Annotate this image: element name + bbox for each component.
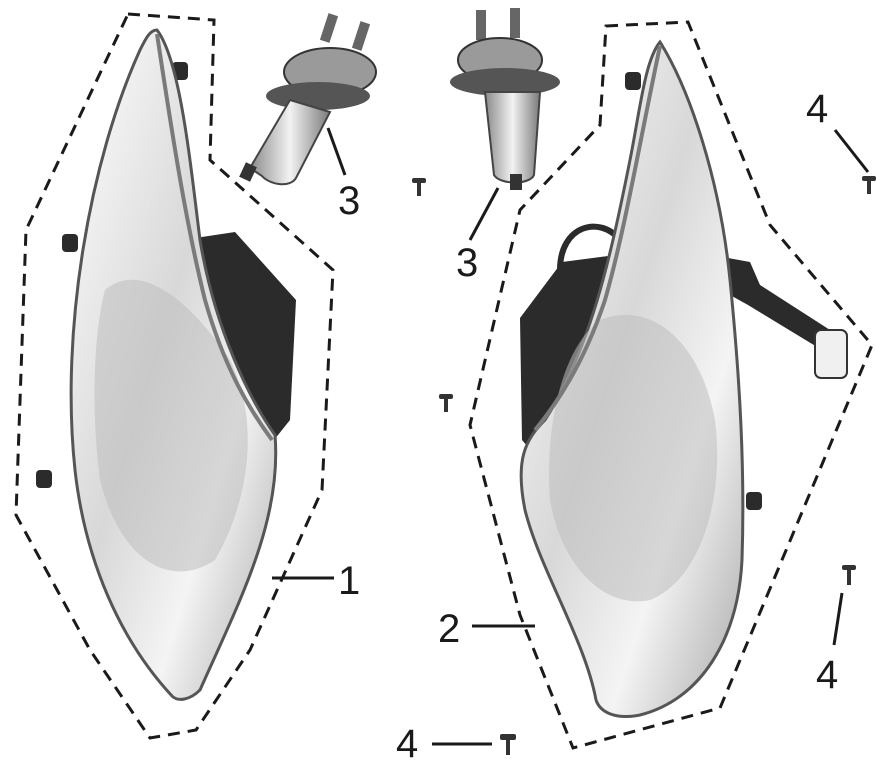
bulb-right-terminal-a bbox=[476, 10, 486, 40]
bulb-left-terminal-a bbox=[320, 13, 338, 43]
bulb-right-tip bbox=[510, 174, 522, 190]
bulb-left-terminal-b bbox=[352, 21, 370, 51]
callout-screw-bottom-right: 4 bbox=[816, 653, 838, 697]
screw-top-right bbox=[862, 176, 876, 194]
screw-top-center bbox=[412, 178, 426, 196]
callout-right-headlight: 2 bbox=[438, 607, 460, 651]
left-headlight-mount-tab-low bbox=[36, 470, 52, 488]
screw-bottom-center bbox=[500, 734, 516, 755]
leader-callout-3-right bbox=[470, 188, 498, 240]
callout-bulb-left: 3 bbox=[338, 179, 360, 223]
bulb-right-terminal-b bbox=[510, 8, 520, 38]
screw-bottom-right bbox=[842, 565, 856, 585]
right-headlight-connector bbox=[815, 330, 847, 378]
callout-screw-top-right: 4 bbox=[806, 87, 828, 131]
leader-callout-4-top-right bbox=[835, 130, 868, 172]
callout-screw-bottom-center: 4 bbox=[396, 722, 418, 760]
callout-bulb-right: 3 bbox=[456, 241, 478, 285]
bulb-right bbox=[450, 8, 560, 190]
right-headlight-inner-reflector bbox=[549, 315, 717, 601]
bulb-left-flange bbox=[266, 82, 370, 110]
right-headlight-mount-tab-top bbox=[625, 72, 641, 90]
screw-mid-center bbox=[439, 394, 453, 412]
bulb-left bbox=[239, 13, 376, 184]
leader-callout-3-left bbox=[328, 128, 345, 175]
bulb-right-glass bbox=[485, 92, 540, 183]
left-headlight-mount-tab-mid bbox=[62, 234, 78, 252]
leader-callout-4-bottom-right bbox=[834, 593, 842, 645]
right-headlight-mount-tab-low bbox=[746, 492, 762, 510]
callout-left-headlight: 1 bbox=[338, 559, 360, 603]
bulb-left-glass bbox=[250, 100, 330, 184]
